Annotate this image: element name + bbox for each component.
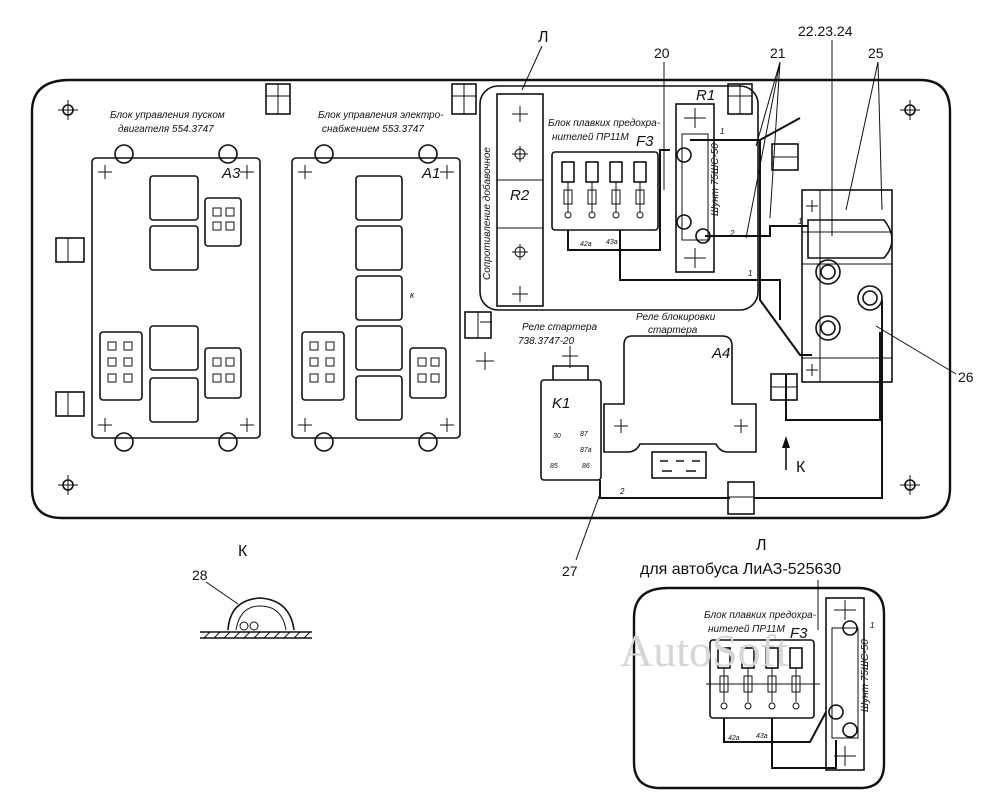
callouts: Л 20 21 22.23.24 25 26 27	[521, 23, 974, 579]
detail-wire-42: 42а	[728, 735, 740, 742]
k1-pin-85: 85	[550, 463, 558, 470]
a1-label-2: снабжением 553.3747	[322, 123, 424, 135]
callout-22: 22.23.24	[798, 23, 853, 39]
wire-1a: 1	[720, 127, 724, 136]
block-a3: Блок управления пуском двигателя 554.374…	[91, 110, 261, 452]
detail-fuses-id: F3	[790, 625, 808, 642]
k1-pin-86: 86	[582, 463, 590, 470]
k1-pin-87a: 87a	[580, 447, 592, 454]
a1-label: Блок управления электро-	[318, 110, 444, 121]
a4-label-2: стартера	[648, 325, 698, 336]
a4-id: A4	[711, 345, 730, 362]
mounting-panel	[30, 78, 952, 520]
k1-pin-30: 30	[553, 433, 561, 440]
detail-fuses-label-2: нителей ПР11М	[708, 624, 785, 635]
wire-42: 42а	[580, 241, 592, 248]
view-k-arrow: К	[782, 436, 806, 476]
detail-shunt-label: Шунт 75ШС-50	[860, 639, 871, 712]
detail-wire-43: 43а	[756, 733, 768, 740]
fuses-id: F3	[636, 133, 654, 150]
shunt-label: Шунт 75ШС-50	[710, 143, 721, 216]
terminal-block	[801, 189, 893, 383]
view-l-detail-label: Л	[756, 537, 767, 554]
a1-id: A1	[421, 165, 440, 182]
k1-label-2: 738.3747-20	[518, 336, 575, 347]
k1-label: Реле стартера	[522, 322, 598, 333]
resistor-id: R2	[510, 187, 530, 204]
callout-28: 28	[192, 567, 208, 583]
callout-20: 20	[654, 45, 670, 61]
resistor-label: Сопротивление добавочное	[481, 147, 493, 280]
fuses-label-2: нителей ПР11М	[552, 132, 629, 143]
detail-fuses-label: Блок плавких предохра-	[704, 610, 817, 621]
block-a1: Блок управления электро- снабжением 553.…	[291, 110, 461, 452]
wire-2b: 2	[619, 487, 625, 496]
a1-mark: к	[410, 290, 415, 300]
a3-label-2: двигателя 554.3747	[118, 124, 214, 135]
callout-view-l: Л	[538, 29, 549, 46]
watermark: AutoSoft	[620, 625, 789, 676]
detail-wire-1: 1	[870, 621, 874, 630]
wire-1c: 1	[748, 269, 752, 278]
k1-id: K1	[552, 395, 570, 412]
view-k-detail: К 28	[192, 543, 312, 639]
wire-1b: 1	[798, 217, 802, 226]
callout-21: 21	[770, 45, 786, 61]
view-k-detail-label: К	[238, 543, 248, 560]
k1-pin-87: 87	[580, 431, 589, 438]
view-k-label: К	[796, 459, 806, 476]
relay-a4: Реле блокировки стартера A4	[603, 311, 757, 479]
callout-25: 25	[868, 45, 884, 61]
a3-id: A3	[221, 165, 241, 182]
callout-27: 27	[562, 563, 578, 579]
fuse-enclosure: R2 Сопротивление добавочное Блок плавких…	[479, 85, 759, 311]
shunt-id: R1	[696, 87, 715, 104]
wire-43: 43а	[606, 239, 618, 246]
a3-label: Блок управления пуском	[110, 110, 225, 121]
fuses-label: Блок плавких предохра-	[548, 118, 661, 129]
view-l-detail: Л для автобуса ЛиАЗ-525630 Блок плавких …	[632, 537, 886, 790]
mounting-holes	[58, 100, 920, 495]
bus-caption: для автобуса ЛиАЗ-525630	[640, 561, 841, 578]
edge-connectors	[55, 83, 799, 515]
a4-label: Реле блокировки	[636, 311, 716, 323]
callout-26: 26	[958, 369, 974, 385]
harness-wires: 1 1 2	[476, 117, 883, 499]
wire-2a: 2	[729, 229, 735, 238]
relay-k1: Реле стартера 738.3747-20 K1 30 87 87a 8…	[518, 322, 602, 481]
